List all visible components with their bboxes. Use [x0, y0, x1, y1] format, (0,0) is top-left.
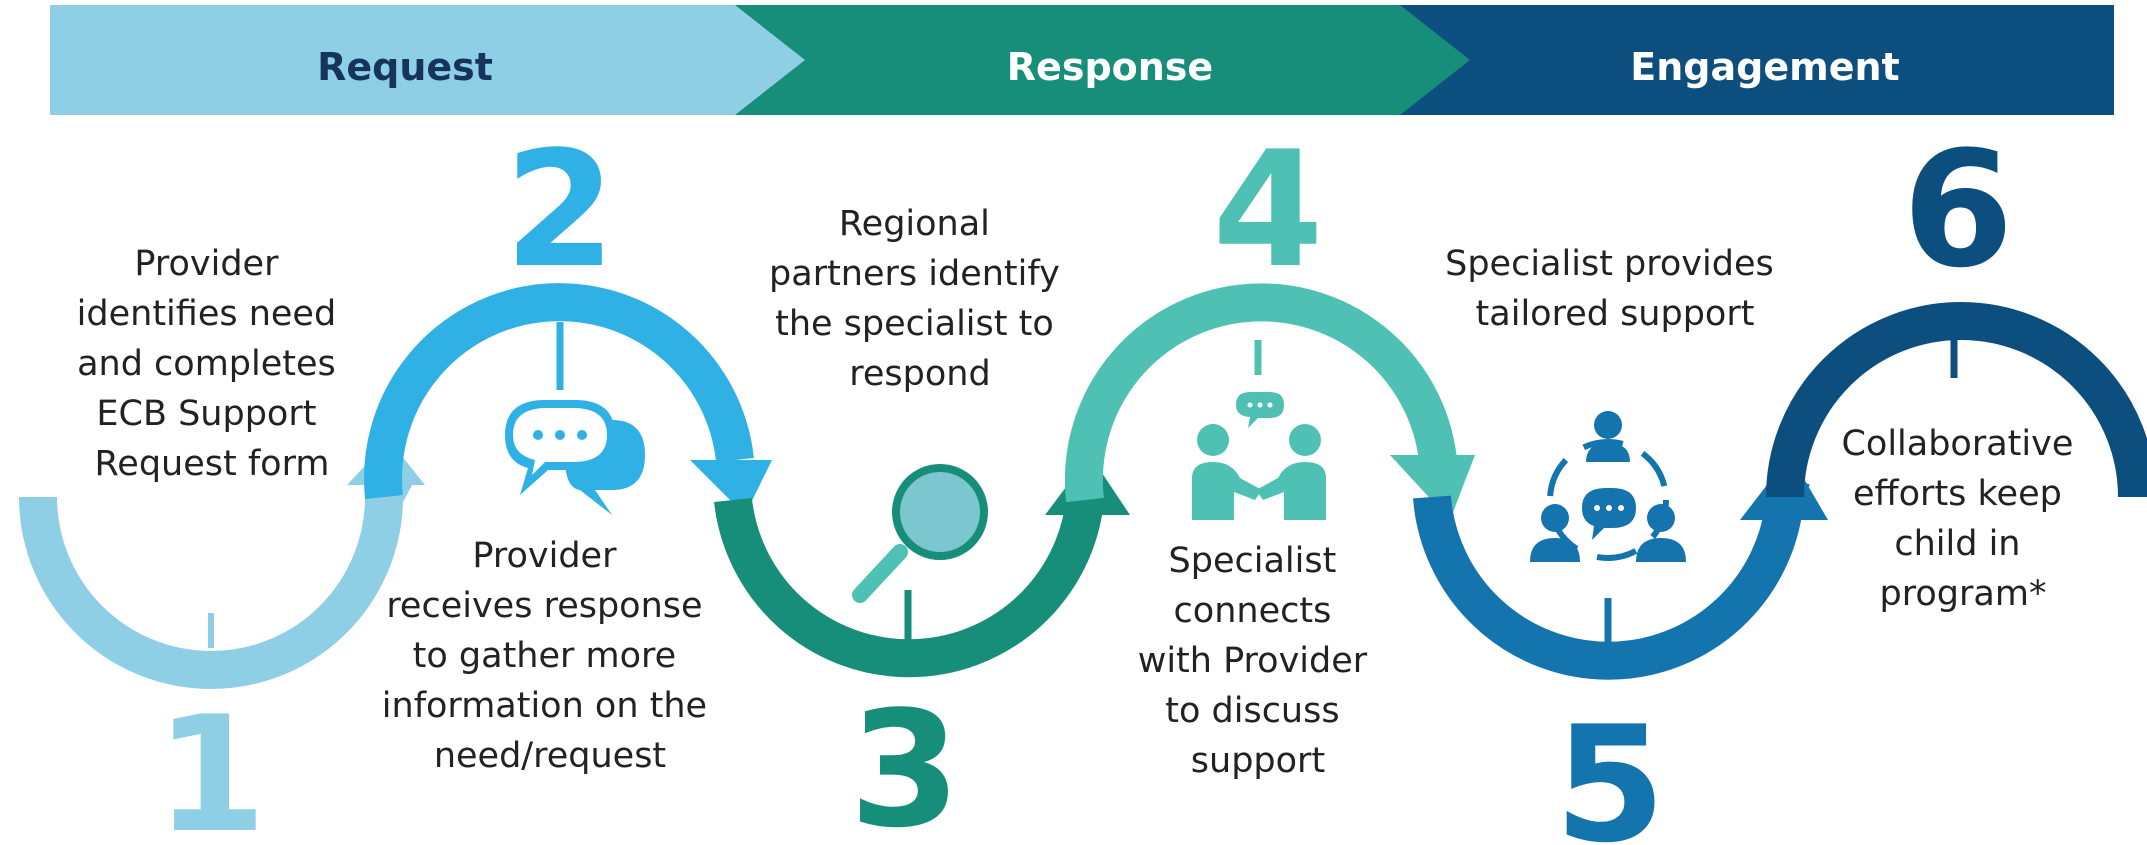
- step-1-description: Provider identifies need and completes E…: [77, 244, 348, 484]
- step-number-2: 2: [504, 116, 615, 303]
- arc-step-4: [1064, 283, 1457, 503]
- arrowhead-step-4: [1390, 455, 1475, 520]
- step-5-description: Specialist provides tailored support: [1445, 244, 1785, 334]
- step-number-3: 3: [849, 676, 960, 845]
- phase-label-engagement: Engagement: [1630, 45, 1899, 89]
- engagement-band: [1395, 5, 2114, 115]
- request-band: [50, 5, 805, 115]
- arc-step-5: [1413, 471, 1810, 680]
- step-descriptions: Provider identifies need and completes E…: [77, 204, 2084, 781]
- arc-step-1: [19, 465, 413, 689]
- arc-step-6: [1766, 302, 2147, 498]
- wave-arcs: [19, 283, 2147, 689]
- phase-label-request: Request: [317, 45, 493, 89]
- team-network-icon: [1530, 411, 1686, 562]
- step-numbers: 1 2 3 4 5 6: [155, 116, 2013, 845]
- response-band: [730, 5, 1470, 115]
- handshake-people-icon: [1192, 392, 1326, 520]
- phase-banner: Request Response Engagement: [50, 5, 2114, 115]
- step-4-description: Specialist connects with Provider to dis…: [1138, 541, 1379, 781]
- step-6-description: Collaborative efforts keep child in prog…: [1841, 424, 2084, 614]
- step-2-description: Provider receives response to gather mor…: [382, 536, 718, 776]
- step-number-6: 6: [1902, 116, 2013, 303]
- step-number-5: 5: [1554, 691, 1665, 845]
- magnifying-glass-icon: [852, 464, 988, 603]
- step-number-4: 4: [1212, 116, 1323, 303]
- step-number-1: 1: [155, 681, 266, 845]
- phase-label-response: Response: [1007, 45, 1213, 89]
- arc-step-3: [714, 473, 1110, 678]
- chat-bubbles-icon: [505, 400, 645, 515]
- step-3-description: Regional partners identify the specialis…: [769, 204, 1071, 394]
- arc-step-2: [364, 283, 754, 499]
